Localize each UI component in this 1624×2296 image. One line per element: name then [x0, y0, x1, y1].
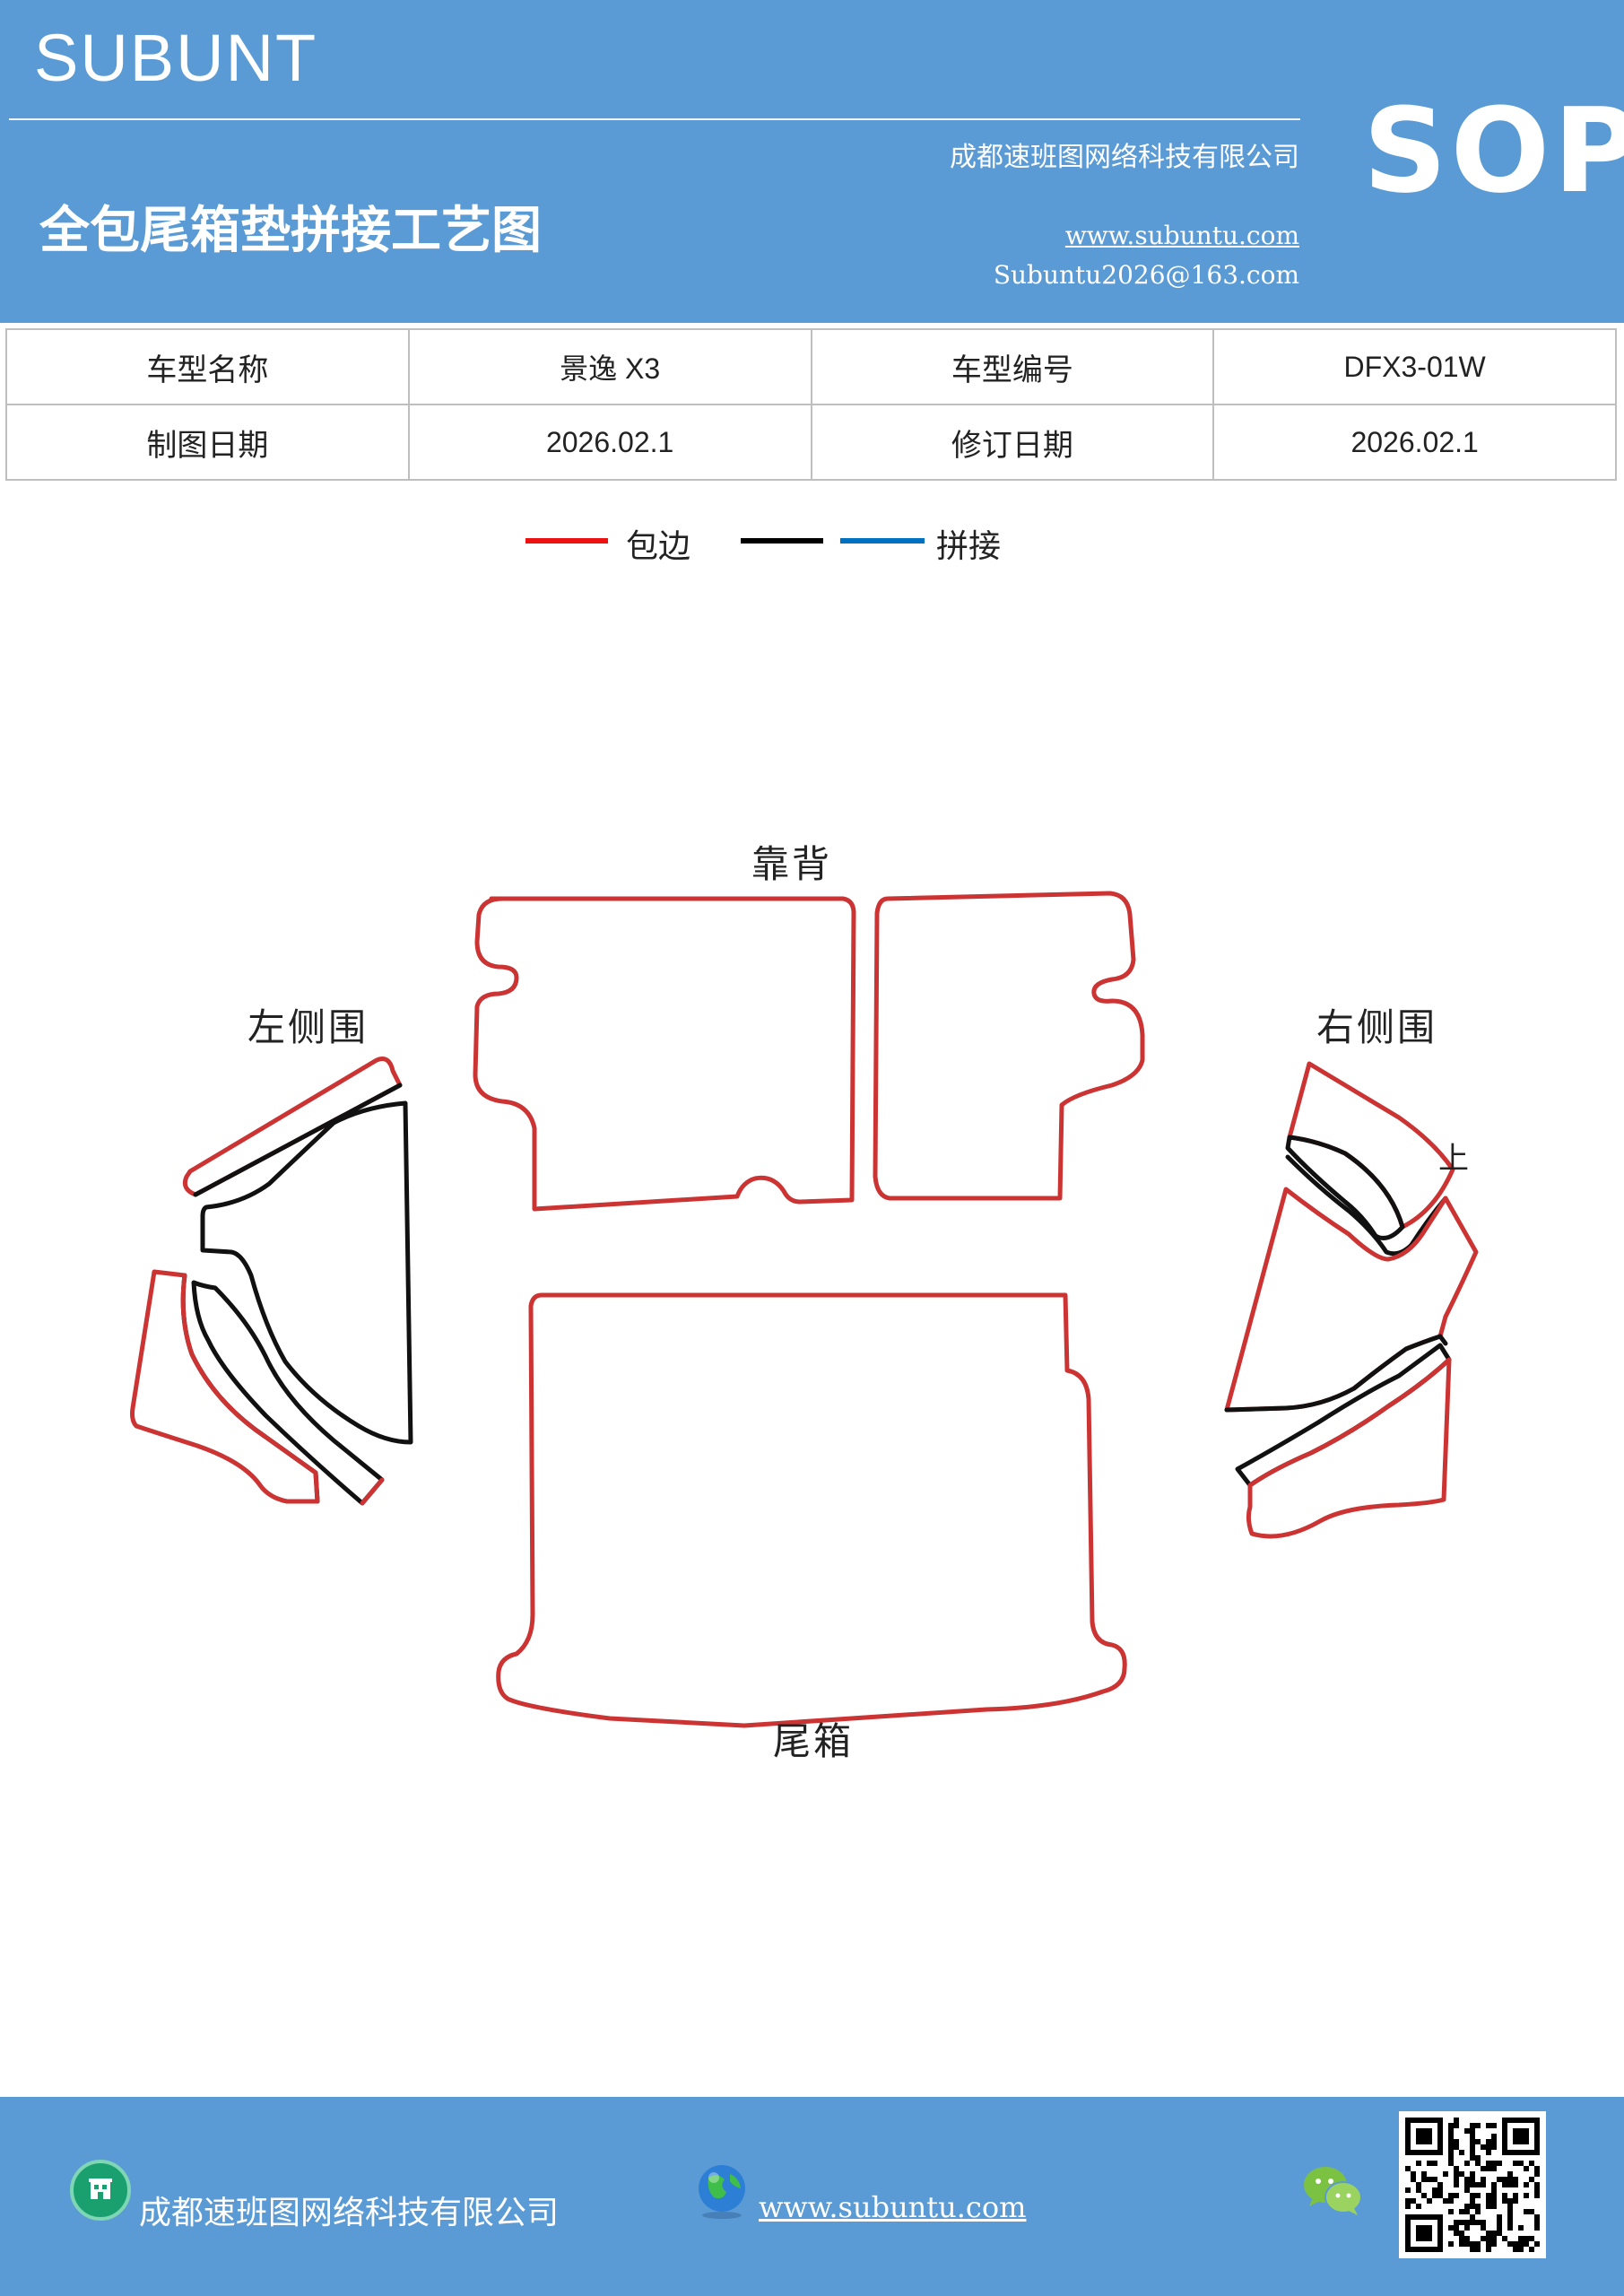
- left-side-bottom-corner: [360, 1477, 385, 1506]
- left-side-lower-strip: [191, 1280, 385, 1506]
- company-name: 成都速班图网络科技有限公司: [950, 142, 1299, 173]
- label-right-side: 右侧围: [1316, 1005, 1438, 1049]
- right-side-lower-strip: [1235, 1343, 1452, 1488]
- model-name-value: 景逸 X3: [407, 328, 812, 405]
- wechat-icon[interactable]: [1302, 2163, 1365, 2219]
- right-side-bottom-piece: [1246, 1357, 1452, 1539]
- right-side-upper-strip-2: [1285, 1154, 1448, 1257]
- backrest-right-panel: [873, 891, 1145, 1201]
- footer-website-link[interactable]: www.subuntu.com: [759, 2190, 1027, 2224]
- right-side-seam-main: [1224, 1334, 1448, 1413]
- right-side-upper-strip: [1285, 1135, 1405, 1240]
- document-title: 全包尾箱垫拼接工艺图: [39, 202, 542, 260]
- footer-company-name: 成都速班图网络科技有限公司: [139, 2195, 560, 2231]
- left-side-main-piece: [200, 1100, 413, 1445]
- drawing-date-value: 2026.02.1: [407, 404, 812, 481]
- email-address: Subuntu2026@163.com: [993, 260, 1299, 290]
- legend-line-black: [741, 538, 823, 544]
- building-icon: [70, 2160, 131, 2221]
- left-side-lower-strip-inner: [180, 1273, 320, 1504]
- model-code-value: DFX3-01W: [1212, 328, 1617, 405]
- left-side-top-piece: [182, 1057, 403, 1197]
- table-row: 制图日期 2026.02.1 修订日期 2026.02.1: [5, 404, 1617, 481]
- right-side-top-piece: [1287, 1061, 1455, 1230]
- globe-icon: [692, 2161, 751, 2221]
- label-up: 上: [1438, 1141, 1472, 1177]
- model-name-label: 车型名称: [5, 328, 410, 405]
- left-side-bottom-piece: [130, 1269, 320, 1504]
- qr-code-icon: [1399, 2111, 1546, 2258]
- revision-date-label: 修订日期: [810, 404, 1215, 481]
- mat-splicing-diagram: [130, 891, 1479, 1728]
- brand-name: SUBUNT: [34, 21, 318, 95]
- label-trunk: 尾箱: [773, 1719, 855, 1763]
- label-backrest: 靠背: [751, 842, 833, 886]
- header-divider: [9, 118, 1300, 120]
- label-left-side: 左侧围: [248, 1005, 369, 1049]
- backrest-left-panel: [473, 896, 856, 1212]
- legend: 包边 拼接: [0, 520, 1624, 574]
- table-row: 车型名称 景逸 X3 车型编号 DFX3-01W: [5, 328, 1617, 405]
- legend-label-seam: 拼接: [936, 528, 1002, 565]
- drawing-date-label: 制图日期: [5, 404, 410, 481]
- website-link[interactable]: www.subuntu.com: [1064, 221, 1299, 250]
- left-side-seam-1: [193, 1083, 403, 1197]
- sop-badge: SOP: [1363, 83, 1624, 219]
- trunk-floor-panel: [496, 1292, 1127, 1728]
- footer-banner: 成都速班图网络科技有限公司 www.subuntu.com: [0, 2097, 1624, 2296]
- revision-date-value: 2026.02.1: [1212, 404, 1617, 481]
- right-side-main-piece: [1224, 1187, 1479, 1413]
- legend-line-edging: [525, 538, 608, 544]
- info-table: 车型名称 景逸 X3 车型编号 DFX3-01W 制图日期 2026.02.1 …: [5, 328, 1617, 481]
- header-banner: SUBUNT 成都速班图网络科技有限公司 全包尾箱垫拼接工艺图 www.subu…: [0, 0, 1624, 323]
- legend-label-edging: 包边: [626, 528, 691, 565]
- legend-line-seam: [840, 538, 925, 544]
- model-code-label: 车型编号: [810, 328, 1215, 405]
